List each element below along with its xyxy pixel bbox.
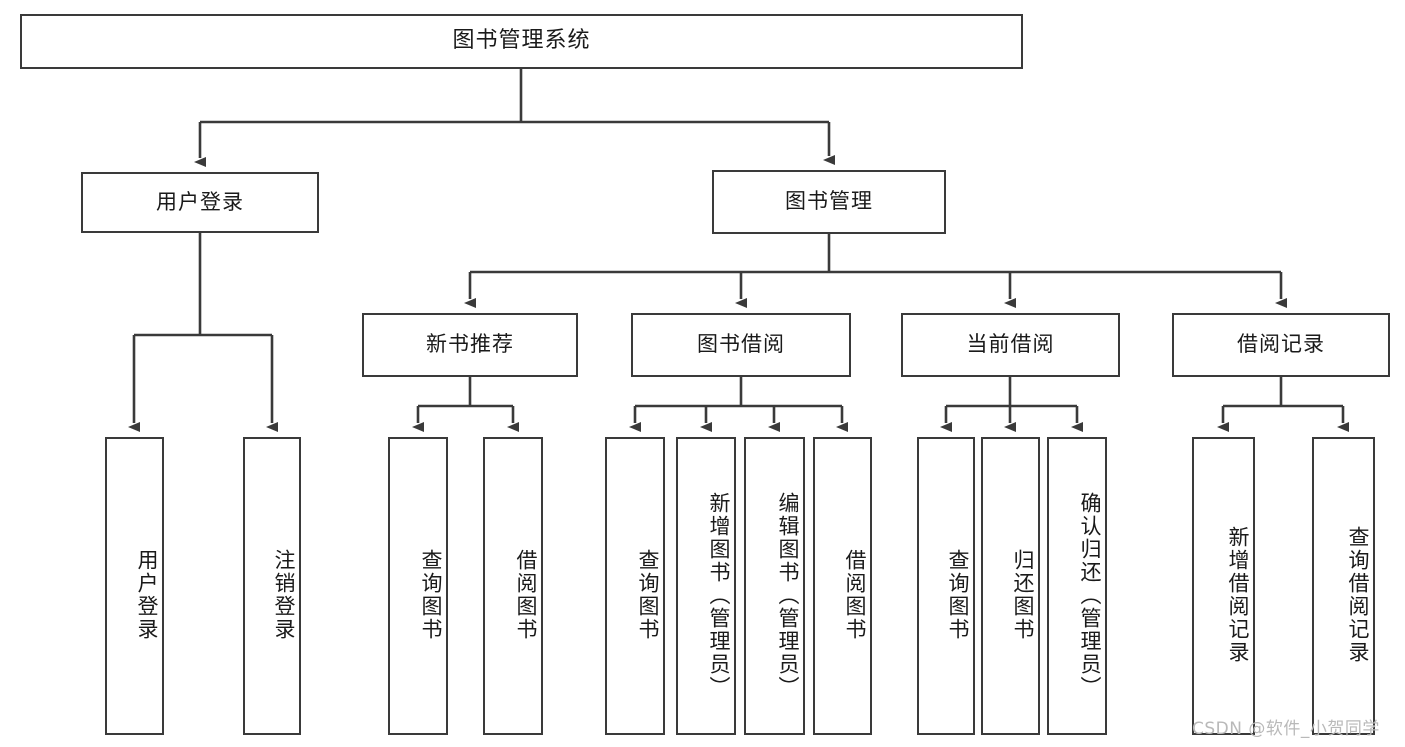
- node-leaf-confirm-return-admin[interactable]: 确认归还（管理员）: [1047, 437, 1107, 735]
- node-label: 当前借阅: [966, 332, 1055, 357]
- node-leaf-add-book-admin[interactable]: 新增图书（管理员）: [676, 437, 736, 735]
- node-label: 新书推荐: [426, 332, 514, 357]
- node-current-borrow[interactable]: 当前借阅: [901, 313, 1120, 377]
- node-label: 查询图书: [946, 549, 970, 641]
- node-leaf-query-borrow-record[interactable]: 查询借阅记录: [1312, 437, 1375, 735]
- node-label: 注销登录: [272, 549, 296, 641]
- node-book-manage[interactable]: 图书管理: [712, 170, 946, 234]
- node-book-borrow[interactable]: 图书借阅: [631, 313, 851, 377]
- node-user-login[interactable]: 用户登录: [81, 172, 319, 233]
- node-label: 查询图书: [636, 549, 660, 641]
- node-leaf-add-borrow-record[interactable]: 新增借阅记录: [1192, 437, 1255, 735]
- node-leaf-logout-login[interactable]: 注销登录: [243, 437, 301, 735]
- node-label: 借阅图书: [514, 549, 538, 641]
- node-leaf-borrow-book-rec[interactable]: 借阅图书: [483, 437, 543, 735]
- node-label: 图书借阅: [697, 332, 785, 357]
- node-label: 查询借阅记录: [1346, 526, 1370, 664]
- node-leaf-query-book-rec[interactable]: 查询图书: [388, 437, 448, 735]
- node-label: 用户登录: [156, 189, 244, 214]
- node-label: 借阅图书: [843, 549, 867, 641]
- node-label: 确认归还（管理员）: [1078, 491, 1102, 699]
- node-label: 借阅记录: [1237, 332, 1325, 357]
- node-label: 新增借阅记录: [1226, 526, 1250, 664]
- node-new-book-recommend[interactable]: 新书推荐: [362, 313, 578, 377]
- node-label: 图书管理: [785, 189, 873, 214]
- csdn-watermark: CSDN @软件_小贺同学: [1192, 719, 1380, 739]
- node-leaf-user-login[interactable]: 用户登录: [105, 437, 164, 735]
- node-borrow-record[interactable]: 借阅记录: [1172, 313, 1390, 377]
- node-label: 图书管理系统: [452, 28, 591, 54]
- node-label: 查询图书: [419, 549, 443, 641]
- node-label: 用户登录: [135, 549, 159, 641]
- node-label: 编辑图书（管理员）: [776, 491, 800, 699]
- node-leaf-query-book-borrow[interactable]: 查询图书: [605, 437, 665, 735]
- node-leaf-query-book-cur[interactable]: 查询图书: [917, 437, 975, 735]
- node-leaf-borrow-book[interactable]: 借阅图书: [813, 437, 872, 735]
- node-root-system[interactable]: 图书管理系统: [20, 14, 1023, 69]
- node-leaf-return-book[interactable]: 归还图书: [981, 437, 1040, 735]
- node-label: 新增图书（管理员）: [707, 491, 731, 699]
- node-label: 归还图书: [1011, 549, 1035, 641]
- node-leaf-edit-book-admin[interactable]: 编辑图书（管理员）: [744, 437, 805, 735]
